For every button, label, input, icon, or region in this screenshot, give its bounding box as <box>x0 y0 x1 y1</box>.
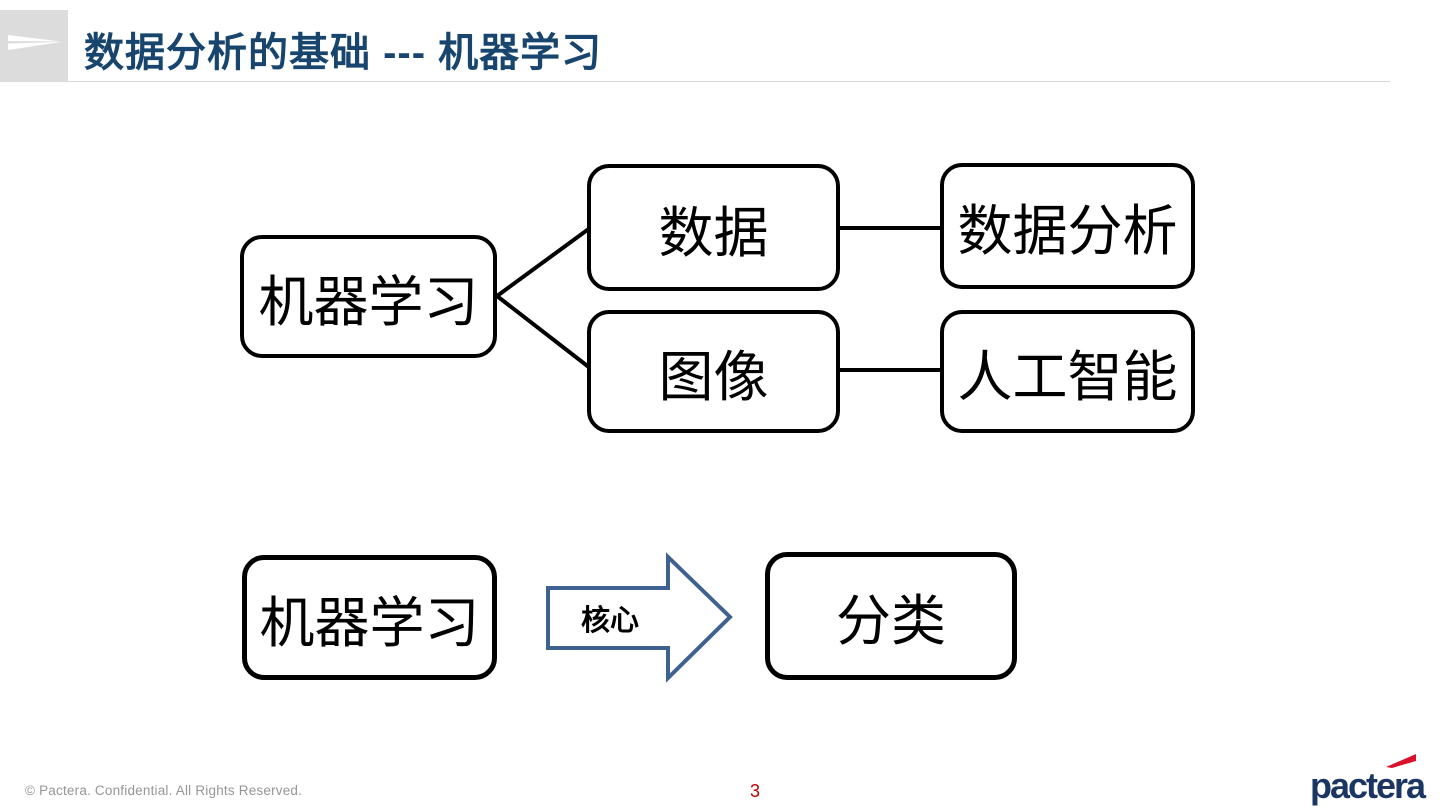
copyright-text: © Pactera. Confidential. All Rights Rese… <box>25 783 303 798</box>
node-classification: 分类 <box>765 552 1017 680</box>
slide-corner-decoration <box>0 10 68 82</box>
connector-ml-to-image <box>495 294 592 370</box>
node-machine-learning-bottom: 机器学习 <box>242 555 497 680</box>
node-data-analysis: 数据分析 <box>940 163 1195 289</box>
node-machine-learning-top: 机器学习 <box>240 235 497 358</box>
arrow-label-core: 核心 <box>580 605 639 637</box>
node-artificial-intelligence: 人工智能 <box>940 310 1195 433</box>
node-data: 数据 <box>587 164 840 291</box>
logo-wordmark: pactera <box>1310 765 1426 806</box>
page-number: 3 <box>749 781 760 801</box>
connector-ml-to-data <box>495 226 592 298</box>
header-divider <box>68 81 1390 82</box>
logo-flag-icon <box>1386 754 1416 768</box>
node-image: 图像 <box>587 310 840 433</box>
pactera-logo: pactera <box>1310 752 1426 804</box>
page-title: 数据分析的基础 --- 机器学习 <box>84 31 603 75</box>
pennant-icon <box>8 35 61 50</box>
